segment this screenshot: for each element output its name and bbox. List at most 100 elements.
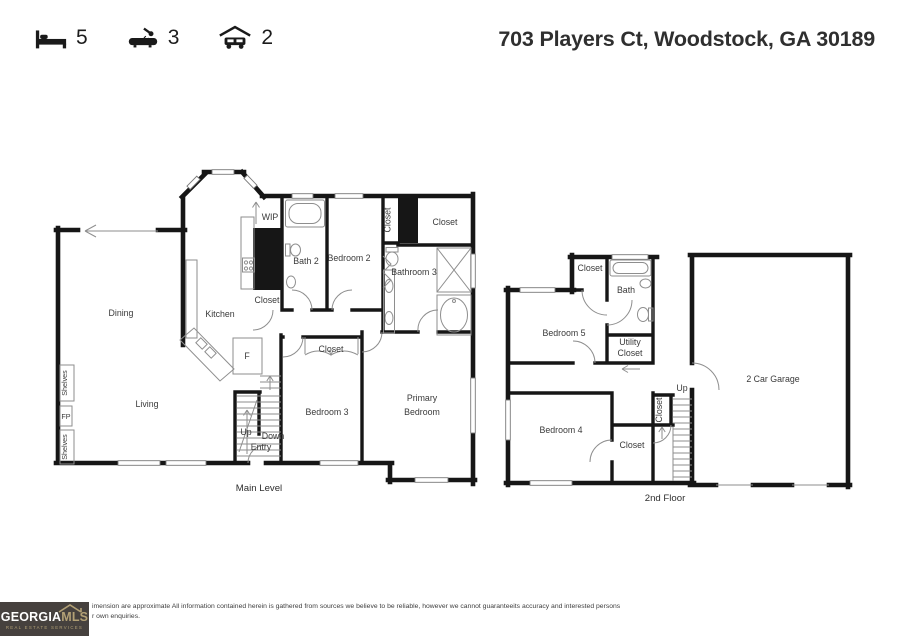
- wip-arrow: [252, 201, 260, 224]
- bathroom3-vanity: [383, 269, 395, 334]
- windows: [505, 254, 649, 486]
- window: [186, 175, 201, 191]
- utility-chase: [253, 228, 282, 290]
- room-label-utility-2: Closet: [618, 348, 643, 358]
- room-label-bath2: Bath 2: [293, 256, 319, 266]
- room-label-closet: Closet: [433, 217, 458, 227]
- disclaimer: imension are approximate All information…: [92, 603, 887, 621]
- fridge-box: [232, 337, 263, 375]
- room-label-living: Living: [136, 399, 159, 409]
- shelves-box: [59, 429, 75, 465]
- stairs-down-arrow: [266, 375, 274, 390]
- windows: [117, 169, 476, 483]
- baths-count: 3: [167, 25, 180, 49]
- label-entry: Entry: [251, 442, 272, 452]
- room-label-wip: WIP: [262, 212, 279, 222]
- bath2-toilet: [285, 243, 301, 257]
- bath-toilet: [637, 307, 654, 322]
- room-label-bedroom2: Bedroom 2: [327, 253, 370, 263]
- beds-count: 5: [76, 25, 88, 49]
- stairs-up-arrow: [243, 409, 251, 454]
- room-label-primary-1: Primary: [407, 393, 438, 403]
- logo-text-mls: MLS: [61, 610, 89, 625]
- bath-sink: [639, 278, 652, 289]
- label-down: Down: [262, 431, 285, 441]
- room-label-kitchen: Kitchen: [205, 309, 234, 319]
- window: [470, 377, 476, 434]
- main-level-floorplan: Dining Kitchen Living WIP Bath 2 Bedroom…: [53, 168, 478, 494]
- window: [334, 193, 364, 199]
- property-address: 703 Players Ct, Woodstock, GA 30189: [498, 27, 875, 51]
- plan-title-2nd-floor: 2nd Floor: [645, 493, 686, 504]
- room-label-closet: Closet: [578, 263, 603, 273]
- window: [243, 174, 258, 190]
- logo-text-georgia: GEORGIA: [0, 610, 62, 625]
- bath2-sink: [286, 275, 296, 289]
- garage-fact: 2: [217, 24, 273, 51]
- bath-icon: [128, 27, 157, 47]
- label-fp: FP: [61, 412, 70, 421]
- beds-fact: 5: [34, 25, 88, 51]
- window: [529, 480, 573, 486]
- room-label-bathroom3: Bathroom 3: [391, 267, 437, 277]
- window: [117, 460, 161, 466]
- kitchen-sink-counter: [179, 327, 235, 382]
- stairs: [672, 398, 692, 481]
- disclaimer-line-2: r own enquiries.: [92, 613, 140, 621]
- room-label-closet: Closet: [383, 207, 393, 232]
- closet-bifold-doors: [382, 255, 392, 289]
- second-floor-floorplan: Closet Bath Bedroom 5 Utility Closet Bed…: [503, 252, 853, 504]
- wall-chase: [398, 196, 418, 243]
- window: [211, 169, 235, 175]
- room-label-utility-1: Utility: [619, 337, 641, 347]
- disclaimer-line-1: imension are approximate All information…: [92, 603, 621, 610]
- room-label-bedroom5: Bedroom 5: [542, 328, 585, 338]
- cooktop: [242, 257, 255, 273]
- window: [291, 193, 314, 199]
- room-label-closet: Closet: [319, 344, 344, 354]
- room-label-dining: Dining: [109, 308, 134, 318]
- room-label-closet: Closet: [620, 440, 645, 450]
- bath2-tub: [285, 199, 325, 228]
- label-shelves: Shelves: [60, 370, 69, 396]
- outer-walls: [503, 252, 853, 490]
- window: [519, 287, 556, 293]
- room-label-bedroom4: Bedroom 4: [539, 425, 582, 435]
- fireplace-box: [59, 405, 73, 427]
- stairs-arrow: [658, 426, 666, 439]
- kitchen-counter: [240, 216, 255, 290]
- room-label-garage: 2 Car Garage: [746, 374, 799, 384]
- label-shelves: Shelves: [60, 434, 69, 460]
- bedroom3-closet-doors: [304, 337, 359, 357]
- window: [319, 460, 359, 466]
- bed-icon: [35, 29, 67, 48]
- room-label-bedroom3: Bedroom 3: [305, 407, 348, 417]
- kitchen-counter: [185, 259, 198, 339]
- window: [611, 254, 649, 260]
- plan-title-main-level: Main Level: [236, 483, 282, 494]
- baths-fact: 3: [126, 25, 180, 51]
- property-facts: 5 3 2: [34, 24, 311, 51]
- bathroom3-toilet: [385, 247, 399, 267]
- label-up: Up: [240, 427, 251, 437]
- label-up: Up: [676, 383, 687, 393]
- room-label-bath: Bath: [617, 285, 635, 295]
- room-label-primary-2: Bedroom: [404, 407, 440, 417]
- stairs: [237, 375, 281, 457]
- bath-tub: [609, 259, 652, 277]
- garage-icon: [219, 25, 252, 49]
- logo-subtext: REAL ESTATE SERVICES: [5, 624, 84, 630]
- shelves-box: [59, 364, 75, 402]
- logo-roof-icon: [58, 604, 82, 613]
- hall-arrow: [621, 365, 640, 373]
- window: [414, 477, 449, 483]
- room-label-closet: Closet: [654, 397, 664, 422]
- label-fridge: F: [244, 351, 250, 361]
- garage-count: 2: [261, 25, 274, 49]
- window: [505, 399, 511, 441]
- shower: [436, 247, 472, 293]
- window: [165, 460, 207, 466]
- door-arcs: [572, 289, 720, 463]
